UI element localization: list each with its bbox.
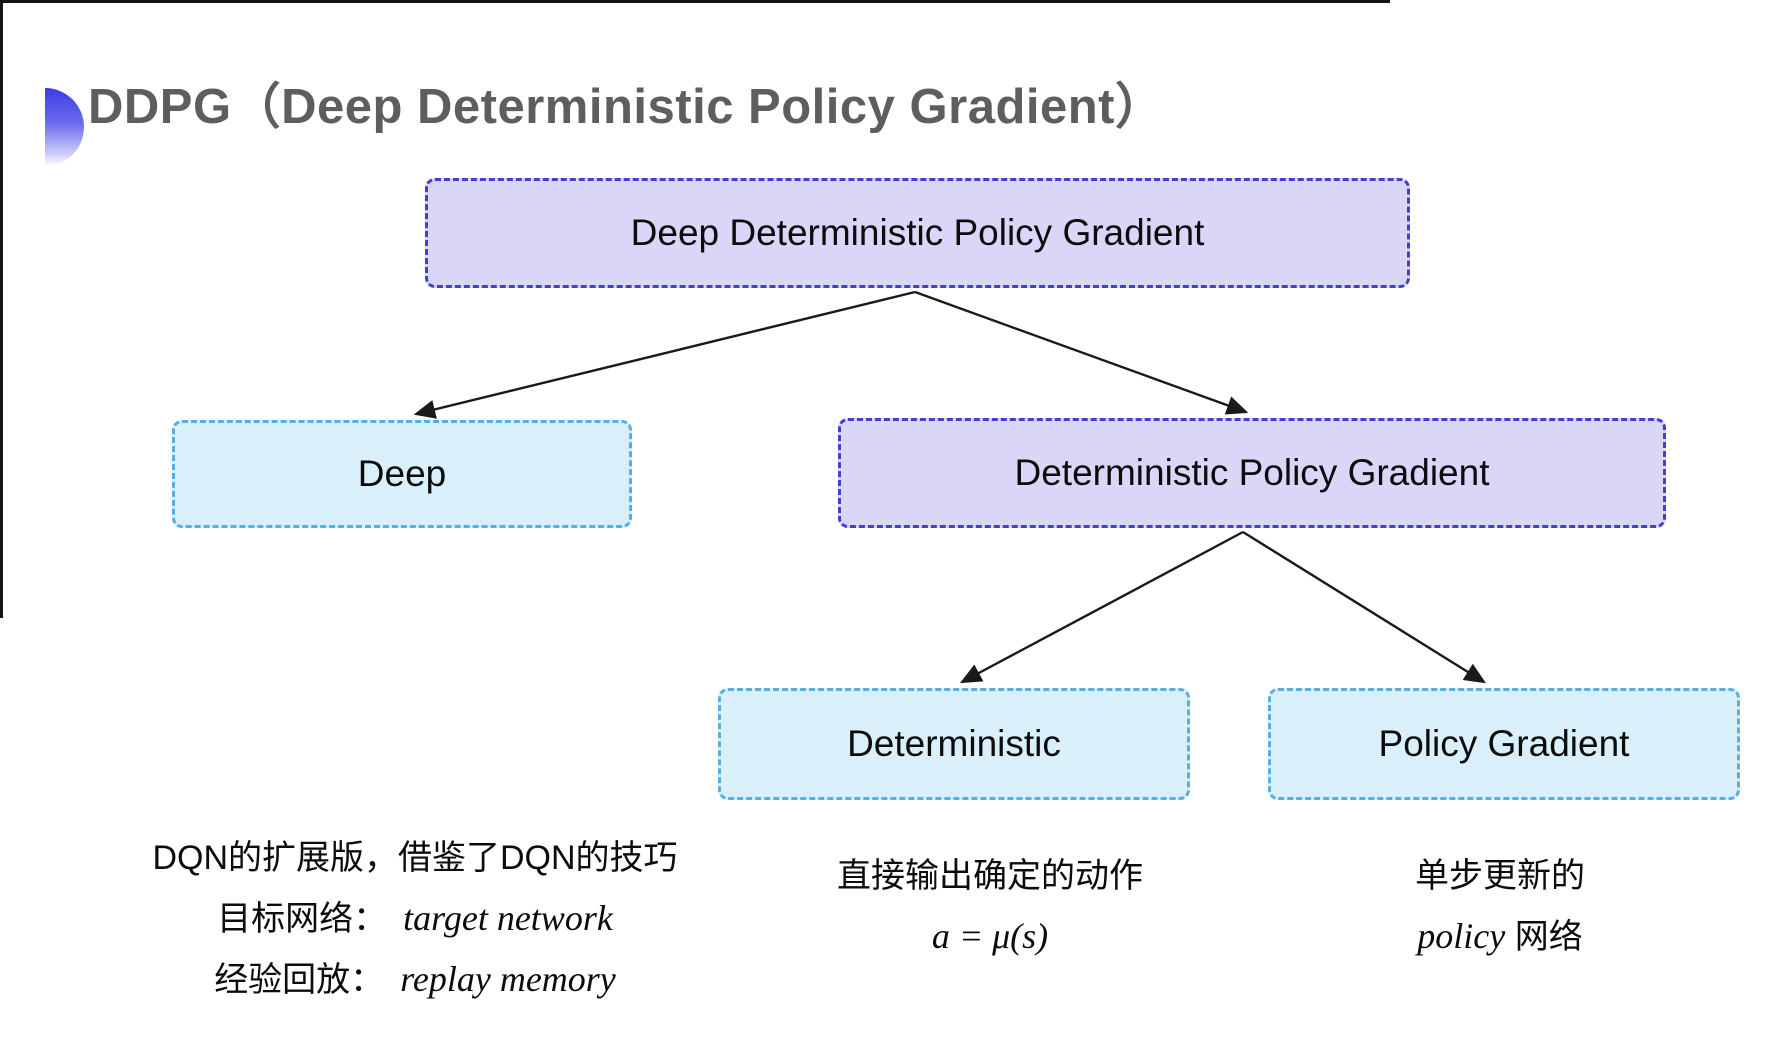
note-pg-line2: policy 网络 xyxy=(1417,906,1582,967)
node-label: Deep Deterministic Policy Gradient xyxy=(630,212,1205,253)
node-deterministic-policy-gradient: Deterministic Policy Gradient xyxy=(838,418,1666,528)
note-deep: DQN的扩展版，借鉴了DQN的技巧 目标网络： target network 经验… xyxy=(125,828,705,1010)
node-label: Deterministic Policy Gradient xyxy=(1014,452,1490,493)
node-label: Deterministic xyxy=(847,723,1061,764)
node-label: Policy Gradient xyxy=(1378,723,1630,764)
note-deterministic: 直接输出确定的动作 a = μ(s) xyxy=(790,846,1190,966)
node-deep: Deep xyxy=(172,420,632,528)
arrow-dpg-to-policy-gradient xyxy=(1242,530,1487,684)
note-pg-line2-rest: 网络 xyxy=(1505,918,1583,956)
note-deep-line2-label: 目标网络： xyxy=(217,900,388,938)
node-deterministic: Deterministic xyxy=(718,688,1190,800)
arrow-root-to-deep xyxy=(413,290,916,419)
node-deep-deterministic-policy-gradient: Deep Deterministic Policy Gradient xyxy=(425,178,1410,288)
note-deep-line3-term: replay memory xyxy=(400,959,616,999)
title-bullet-icon xyxy=(45,88,84,166)
note-deep-line1: DQN的扩展版，借鉴了DQN的技巧 xyxy=(152,839,678,877)
note-pg-line1: 单步更新的 xyxy=(1415,857,1585,895)
note-det-formula: a = μ(s) xyxy=(931,916,1049,956)
frame-top-line xyxy=(0,0,1390,3)
note-deep-line3-label: 经验回放： xyxy=(214,961,385,999)
frame-left-line xyxy=(0,0,3,618)
note-deep-line2-term: target network xyxy=(403,898,613,938)
arrow-dpg-to-deterministic xyxy=(959,530,1244,684)
arrow-root-to-dpg xyxy=(914,290,1249,415)
node-policy-gradient: Policy Gradient xyxy=(1268,688,1740,800)
note-pg-line2-term: policy xyxy=(1417,916,1506,956)
note-policy-gradient: 单步更新的 policy 网络 xyxy=(1300,846,1700,967)
node-label: Deep xyxy=(357,453,447,494)
note-det-line1: 直接输出确定的动作 xyxy=(837,857,1143,895)
note-deep-line2: 目标网络： target network xyxy=(217,888,613,949)
note-deep-line3: 经验回放： replay memory xyxy=(214,949,616,1010)
page-title: DDPG（Deep Deterministic Policy Gradient） xyxy=(88,80,1165,134)
